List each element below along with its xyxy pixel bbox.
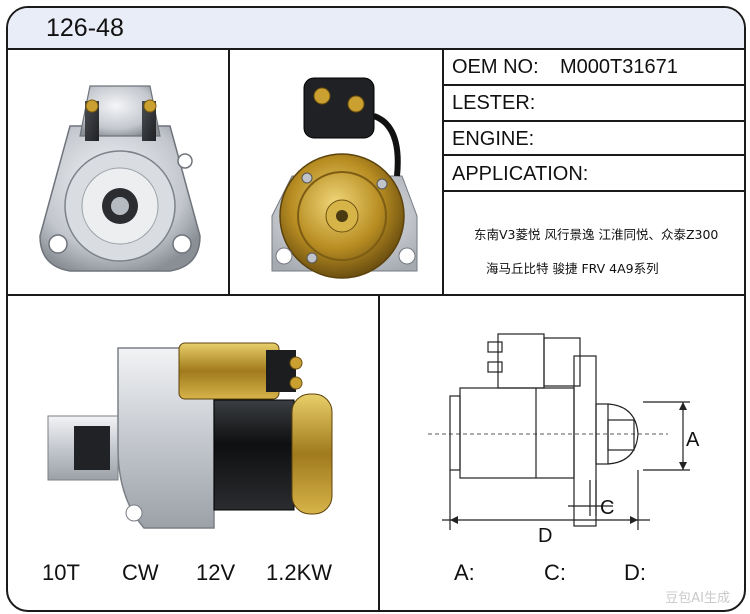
lester-label: LESTER: <box>452 92 536 114</box>
diagram-label-c: C <box>600 497 614 519</box>
spec-sheet: 126-48 OEM NO: M000T31671 LESTER: ENGINE… <box>6 6 746 612</box>
dimension-c-label: C: <box>544 560 566 585</box>
lester-row: LESTER: <box>444 85 744 121</box>
rating-voltage: 12V <box>196 560 236 585</box>
starter-front-photo-icon <box>39 85 201 272</box>
divider-spec-2 <box>442 120 744 122</box>
divider-bottom <box>378 294 380 610</box>
oem-row: OEM NO: M000T31671 <box>444 49 744 85</box>
header-bar: 126-48 <box>8 8 744 50</box>
divider-middle <box>8 294 744 296</box>
starter-side-photo-icon <box>47 342 333 529</box>
watermark: 豆包AI生成 <box>665 591 730 606</box>
oem-label: OEM NO: <box>452 56 539 78</box>
application-line-1: 东南V3菱悦 风行景逸 江淮同悦、众泰Z300 <box>474 227 719 242</box>
rating-rotation: CW <box>122 560 159 585</box>
dimension-a-label: A: <box>454 560 475 585</box>
rating-power: 1.2KW <box>266 560 333 585</box>
divider-photo-1 <box>228 48 230 294</box>
oem-value: M000T31671 <box>560 56 678 78</box>
part-number-title: 126-48 <box>46 14 124 42</box>
engine-row: ENGINE: <box>444 121 744 157</box>
divider-spec-1 <box>442 84 744 86</box>
application-line-2: 海马丘比特 骏捷 FRV 4A9系列 <box>486 261 659 276</box>
divider-photo-2 <box>442 48 444 294</box>
starter-rear-photo-icon <box>271 77 418 279</box>
divider-spec-3 <box>442 154 744 156</box>
engine-label: ENGINE: <box>452 128 535 150</box>
starter-drawing-icon: A C D <box>428 333 700 547</box>
application-label: APPLICATION: <box>452 163 589 185</box>
diagram-label-d: D <box>538 525 552 547</box>
rating-teeth: 10T <box>42 560 80 585</box>
application-row: APPLICATION: <box>444 156 744 192</box>
divider-spec-4 <box>442 190 744 192</box>
dimension-d-label: D: <box>624 560 646 585</box>
diagram-label-a: A <box>686 429 700 451</box>
